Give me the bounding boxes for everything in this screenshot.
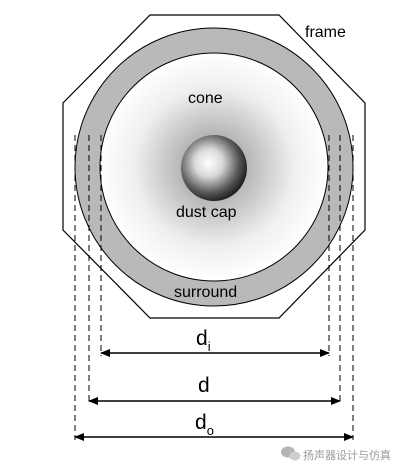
label-d-outer: do xyxy=(195,411,214,438)
label-d-outer-main: d xyxy=(195,411,207,434)
wechat-icon xyxy=(281,446,301,461)
extension-lines xyxy=(74,135,354,440)
label-d-mid: d xyxy=(198,374,210,397)
watermark-text: 扬声器设计与仿真 xyxy=(303,448,391,462)
watermark: 扬声器设计与仿真 xyxy=(281,446,391,462)
label-d-inner-main: d xyxy=(196,327,208,350)
label-d-inner-sub: i xyxy=(208,339,211,354)
dimension-arrows xyxy=(74,349,354,441)
label-frame: frame xyxy=(305,24,346,41)
label-dust-cap: dust cap xyxy=(176,204,237,221)
label-d-outer-sub: o xyxy=(207,423,214,438)
dust-cap xyxy=(181,135,247,201)
label-surround: surround xyxy=(174,284,237,301)
label-cone: cone xyxy=(188,90,223,107)
label-d-inner: di xyxy=(196,327,211,354)
